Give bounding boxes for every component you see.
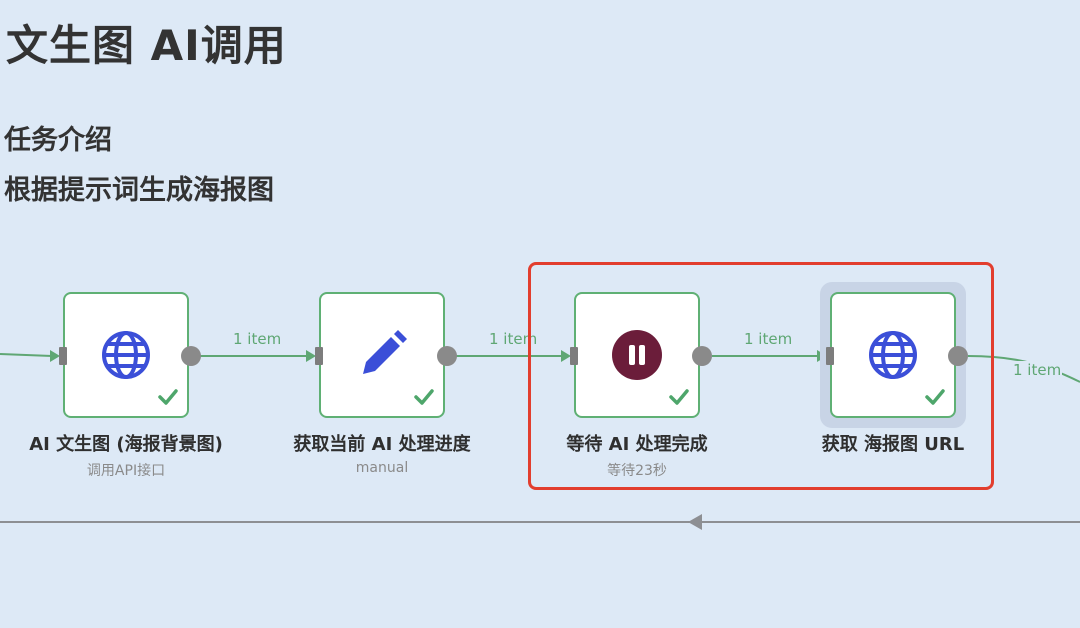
- node-label: 获取当前 AI 处理进度: [293, 434, 471, 455]
- node-label: AI 文生图 (海报背景图): [29, 434, 223, 455]
- pause-icon: [612, 330, 662, 380]
- output-port[interactable]: [692, 346, 712, 366]
- globe-icon: [869, 331, 917, 379]
- node-subtitle: 等待23秒: [607, 463, 667, 479]
- page-title: 文生图 AI调用: [6, 21, 287, 70]
- output-port[interactable]: [948, 346, 968, 366]
- globe-icon: [102, 331, 150, 379]
- node-wait-ai[interactable]: [574, 292, 700, 418]
- connection-label: 1 item: [743, 330, 794, 348]
- input-port[interactable]: [59, 347, 67, 365]
- arrow-head: [50, 350, 60, 362]
- highlight-box: [528, 262, 994, 490]
- check-icon: [925, 389, 945, 405]
- pencil-icon: [363, 330, 407, 374]
- node-get-progress[interactable]: [319, 292, 445, 418]
- node-subtitle: 调用API接口: [86, 463, 166, 479]
- input-port[interactable]: [826, 347, 834, 365]
- node-label: 获取 海报图 URL: [821, 434, 965, 455]
- connection-label: 1 item: [232, 330, 283, 348]
- output-port[interactable]: [181, 346, 201, 366]
- task-description: 根据提示词生成海报图: [4, 175, 274, 206]
- arrow-head: [306, 350, 316, 362]
- loop-back-arrow: [688, 514, 702, 530]
- connection-label: 1 item: [488, 330, 539, 348]
- input-port[interactable]: [570, 347, 578, 365]
- check-icon: [158, 389, 178, 405]
- node-subtitle: manual: [355, 460, 409, 476]
- check-icon: [669, 389, 689, 405]
- task-heading: 任务介绍: [4, 125, 112, 156]
- arrow-head: [561, 350, 571, 362]
- node-ai-text-to-image[interactable]: [63, 292, 189, 418]
- connection-label: 1 item: [1012, 361, 1063, 379]
- input-port[interactable]: [315, 347, 323, 365]
- output-port[interactable]: [437, 346, 457, 366]
- check-icon: [414, 389, 434, 405]
- node-label: 等待 AI 处理完成: [566, 434, 708, 455]
- wire-incoming: [0, 353, 53, 357]
